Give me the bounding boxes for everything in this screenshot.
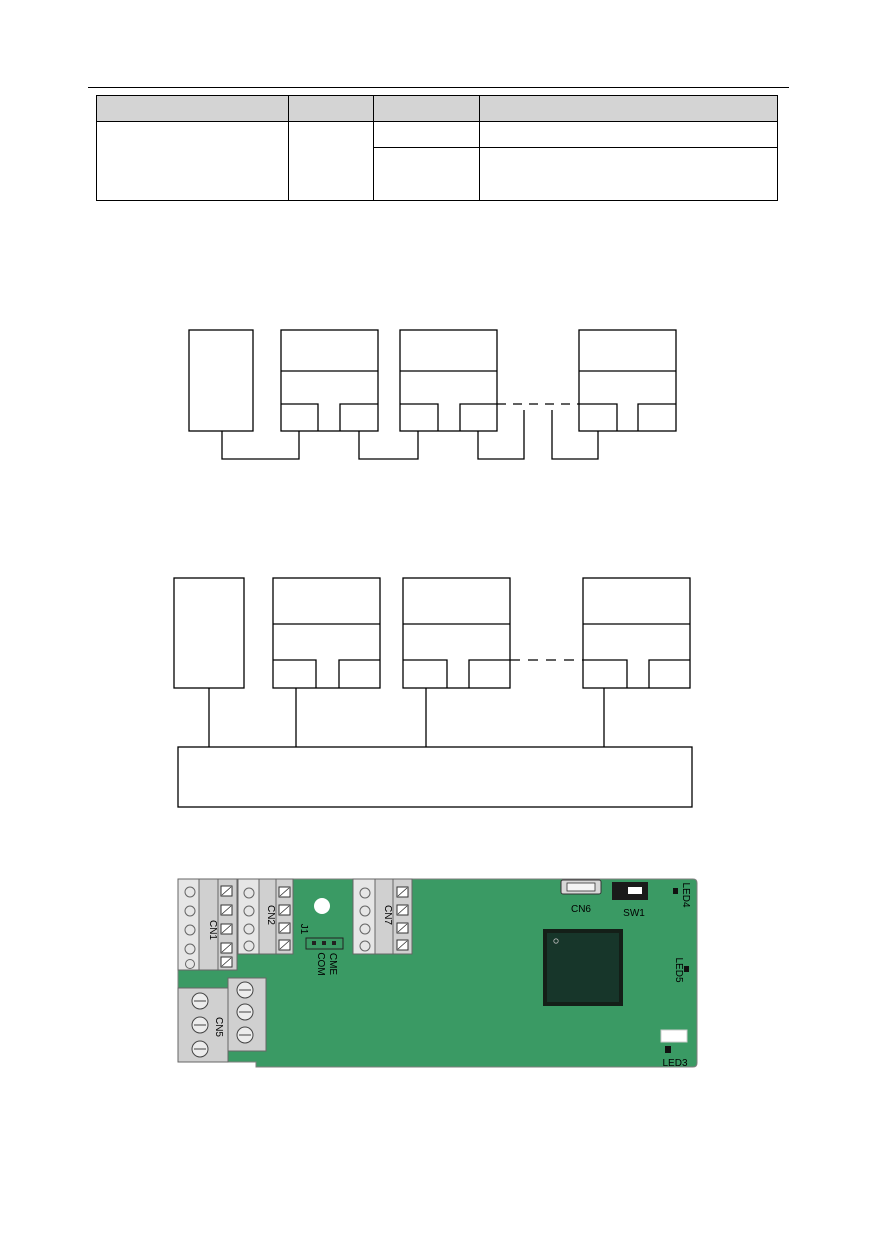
cn5-terminal-block: CN5 xyxy=(177,977,267,1063)
node-block xyxy=(402,577,511,689)
node-block xyxy=(399,329,498,432)
cn7-terminal-block: CN7 xyxy=(352,878,413,955)
wire-clamp-row xyxy=(220,885,233,968)
communication-board: CN1 CN2 J1 COM xyxy=(177,878,698,1069)
master-block xyxy=(173,577,245,689)
led3-indicator: LED3 xyxy=(660,1029,688,1069)
table-header-cell xyxy=(373,95,480,122)
sw1-label: SW1 xyxy=(623,908,645,919)
node-block xyxy=(272,577,381,689)
j1-label: J1 xyxy=(298,924,309,935)
table-cell xyxy=(479,146,778,202)
table-header-cell xyxy=(479,95,778,122)
cn6-connector: CN6 xyxy=(560,879,602,915)
led5-label: LED5 xyxy=(673,957,684,982)
cn2-terminal-block: CN2 xyxy=(237,878,294,955)
table-cell xyxy=(479,121,778,148)
table-cell xyxy=(96,121,289,201)
header-rule xyxy=(88,87,789,88)
table-header-cell xyxy=(96,95,289,122)
chain-cable xyxy=(551,410,599,460)
led4-label: LED4 xyxy=(680,882,691,907)
com-label: COM xyxy=(315,952,326,975)
cn5-label: CN5 xyxy=(213,1017,224,1037)
chain-cable xyxy=(358,431,419,460)
screw-terminal-row xyxy=(191,981,254,1058)
led4-indicator: LED4 xyxy=(673,882,691,908)
cn1-label: CN1 xyxy=(207,920,218,940)
table-header-row xyxy=(96,95,778,122)
spec-table xyxy=(96,95,778,202)
cn6-label: CN6 xyxy=(571,904,591,915)
master-block xyxy=(188,329,254,432)
table-row xyxy=(96,121,778,201)
cn1-terminal-block: CN1 xyxy=(177,878,238,971)
table-cell xyxy=(288,121,374,201)
wire-clamp-row xyxy=(396,886,409,951)
screw-terminal-row xyxy=(184,886,196,969)
processor-chip xyxy=(543,929,623,1006)
chain-cable xyxy=(477,410,525,460)
pcb-board xyxy=(177,878,698,1068)
led5-indicator: LED5 xyxy=(673,957,689,983)
cn7-label: CN7 xyxy=(382,905,393,925)
node-block xyxy=(280,329,379,432)
bus-diagram xyxy=(173,577,693,808)
bus-block xyxy=(177,746,693,808)
chain-cable xyxy=(221,431,300,460)
node-block xyxy=(578,329,677,432)
wire-clamp-row xyxy=(278,886,291,951)
sw1-switch: SW1 xyxy=(612,882,648,919)
daisy-chain-diagram xyxy=(188,329,677,460)
table-row xyxy=(97,146,778,202)
cme-label: CME xyxy=(327,953,338,976)
cn2-label: CN2 xyxy=(265,905,276,925)
screw-terminal-row xyxy=(243,887,255,952)
led3-label: LED3 xyxy=(662,1058,687,1069)
node-block xyxy=(582,577,691,689)
j1-jumper: J1 COM CME xyxy=(298,924,344,976)
screw-terminal-row xyxy=(359,887,371,952)
mounting-hole xyxy=(314,898,330,914)
